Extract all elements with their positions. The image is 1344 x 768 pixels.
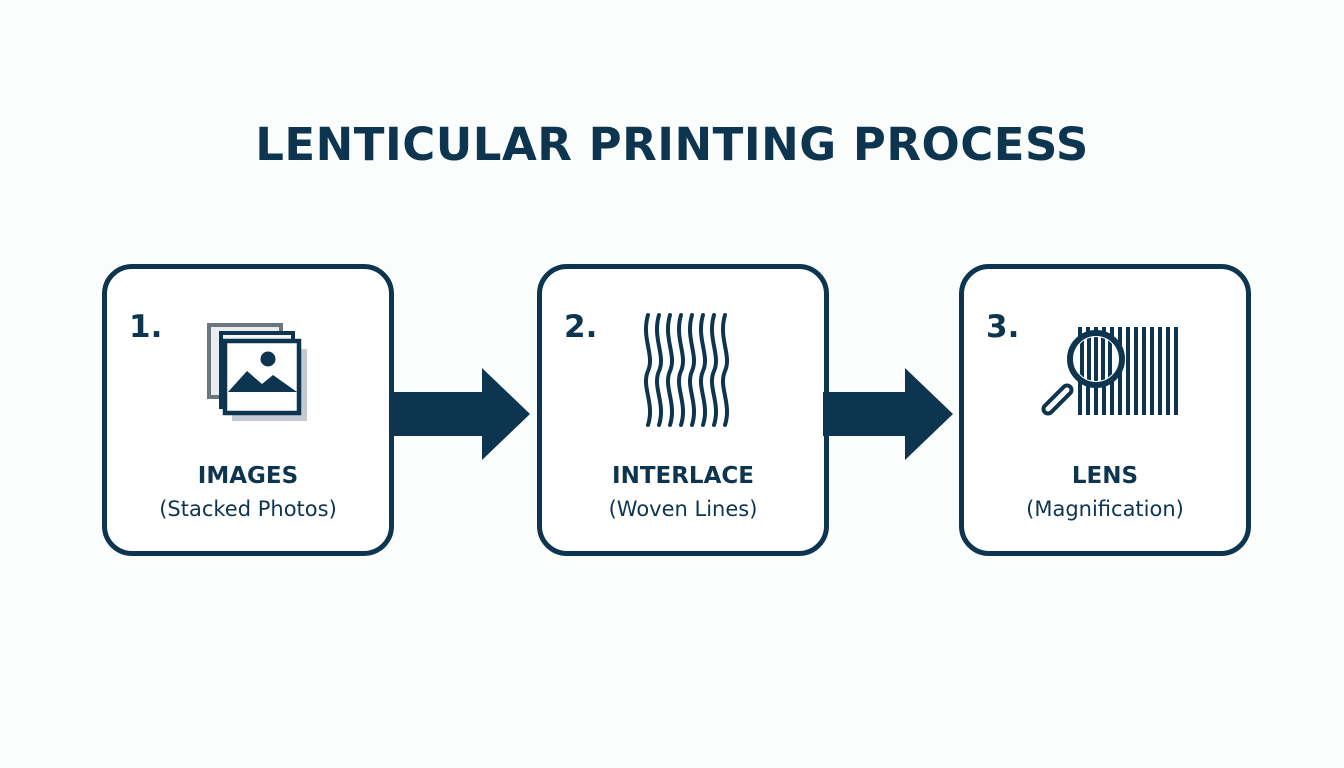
wave-line	[688, 313, 696, 427]
step-number: 2.	[564, 309, 598, 345]
wave-line	[710, 313, 718, 427]
step-sublabel: (Woven Lines)	[608, 497, 758, 521]
step-number: 3.	[986, 309, 1020, 345]
step-sublabel: (Stacked Photos)	[159, 497, 337, 521]
step-card-images: 1. IMAGES (Stacked Photos)	[102, 264, 394, 556]
wave-line	[644, 313, 652, 427]
step-label: IMAGES	[197, 463, 299, 489]
wave-line	[699, 313, 707, 427]
diagram-title: LENTICULAR PRINTING PROCESS	[255, 118, 1089, 171]
woven-lines-icon	[644, 313, 729, 427]
step-card-lens: 3. LENS (Magnification)	[959, 264, 1251, 556]
step-sublabel: (Magnification)	[1026, 497, 1184, 521]
step-label: INTERLACE	[612, 463, 754, 489]
step-label: LENS	[1071, 463, 1139, 489]
wave-line	[655, 313, 663, 427]
wave-line	[721, 313, 729, 427]
arrow-right-icon	[394, 368, 530, 460]
step-card-interlace: 2. INTERLACE (Woven Lines)	[537, 264, 829, 556]
wave-line	[677, 313, 685, 427]
wave-line	[666, 313, 674, 427]
stacked-photos-icon	[207, 323, 307, 421]
step-number: 1.	[129, 309, 163, 345]
arrow-right-icon	[823, 368, 953, 460]
magnifier-lines-icon	[1041, 327, 1178, 416]
